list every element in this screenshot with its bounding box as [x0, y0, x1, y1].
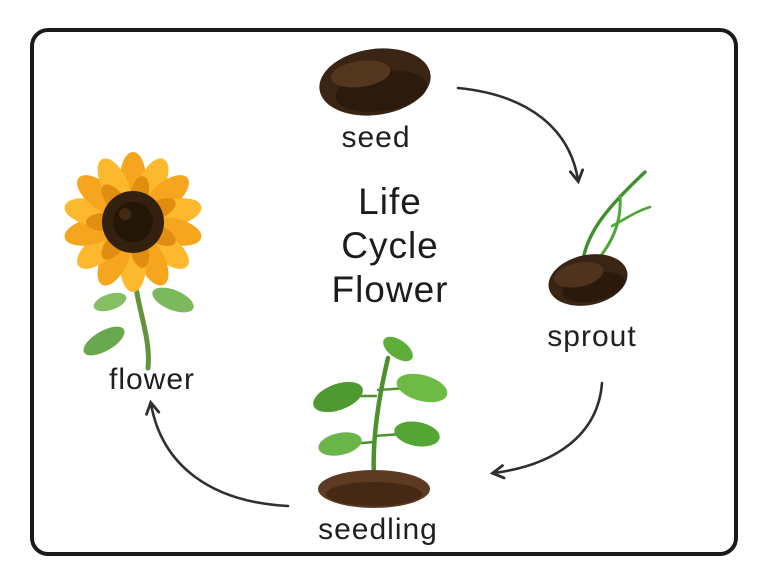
- flower-illustration: [64, 152, 202, 371]
- title-line-2: Cycle: [341, 225, 439, 266]
- sprout-label: sprout: [547, 320, 637, 353]
- arrow-seed-to-sprout: [456, 86, 585, 185]
- flower-label: flower: [108, 363, 196, 396]
- seedling-label: seedling: [318, 513, 438, 546]
- sprout-illustration: [548, 170, 652, 306]
- diagram-border: [30, 28, 738, 556]
- title-line-3: Flower: [331, 269, 449, 310]
- arrow-sprout-to-seedling: [489, 381, 604, 480]
- seed-label: seed: [341, 121, 411, 154]
- diagram-title: Life Cycle Flower: [331, 180, 448, 312]
- seedling-illustration: [313, 336, 448, 508]
- title-line-1: Life: [358, 181, 422, 222]
- arrow-seedling-to-flower: [145, 399, 290, 508]
- seed-illustration: [319, 48, 431, 116]
